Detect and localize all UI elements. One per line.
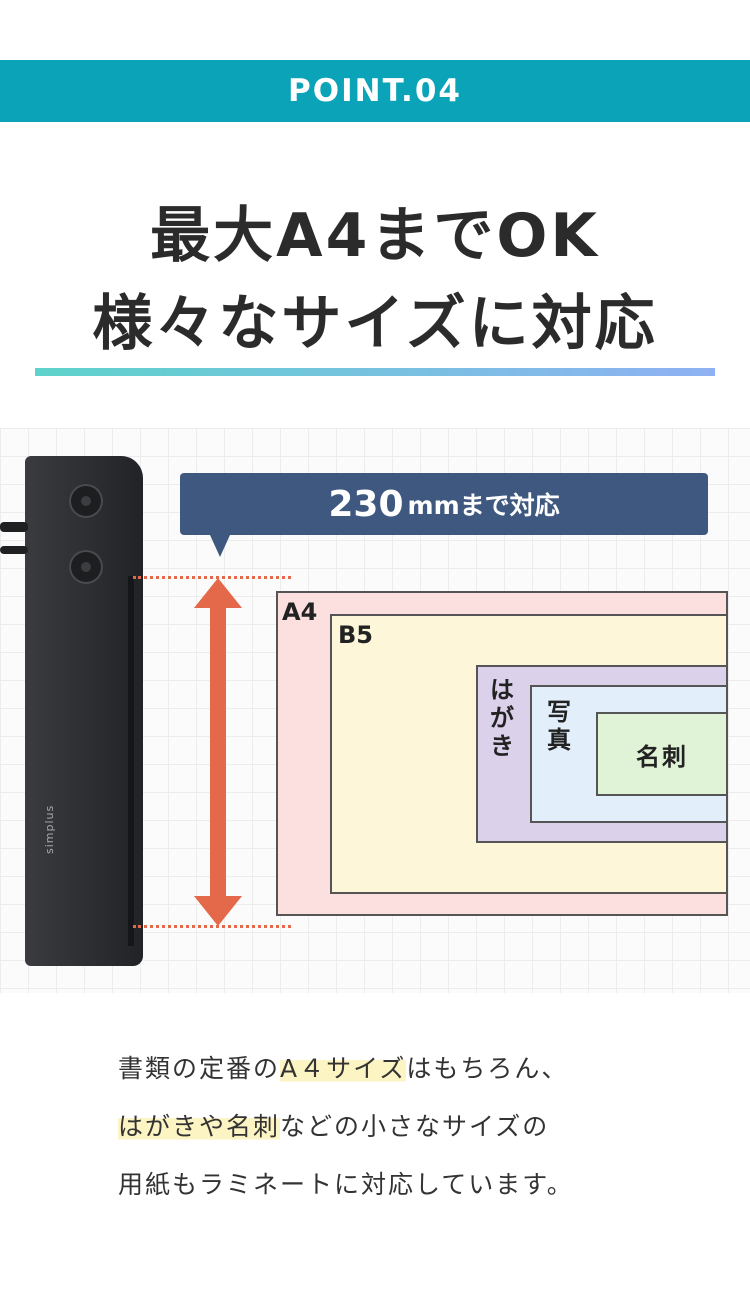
laminator-device: simplus: [0, 456, 143, 966]
label-photo-char: 写: [547, 698, 571, 726]
label-business-card: 名刺: [636, 742, 688, 771]
description-line-1: 書類の定番のA４サイズはもちろん、: [118, 1040, 678, 1098]
point-banner: POINT.04: [0, 60, 750, 122]
label-postcard: は が き: [487, 676, 517, 760]
text-segment: はもちろん、: [406, 1054, 569, 1083]
power-cable: [0, 522, 28, 532]
description: 書類の定番のA４サイズはもちろん、 はがきや名刺などの小さなサイズの 用紙もラミ…: [118, 1040, 678, 1214]
width-guide-top: [133, 576, 291, 579]
label-a4: A4: [282, 598, 318, 626]
width-arrow-icon: [194, 578, 242, 926]
label-postcard-char: は: [490, 676, 514, 704]
highlight-postcard-card: はがきや名刺: [118, 1112, 281, 1141]
highlight-a4: A４サイズ: [280, 1054, 407, 1083]
description-line-2: はがきや名刺などの小さなサイズの: [118, 1098, 678, 1156]
description-line-3: 用紙もラミネートに対応しています。: [118, 1156, 678, 1214]
label-postcard-char: が: [490, 704, 514, 732]
width-guide-bottom: [133, 925, 291, 928]
max-width-callout: 230 mmまで対応: [180, 473, 708, 557]
feed-slot: [128, 576, 134, 946]
device-brand: simplus: [43, 804, 56, 854]
text-segment: 用紙もラミネートに対応しています。: [118, 1170, 574, 1199]
title-underline: [35, 368, 715, 376]
release-button: [69, 550, 103, 584]
callout-number: 230: [328, 483, 404, 525]
point-label: POINT.04: [288, 73, 462, 109]
power-cable-lower: [0, 546, 28, 554]
headline: 最大A4までOK 様々なサイズに対応: [0, 192, 750, 368]
label-photo-char: 真: [547, 726, 571, 754]
label-photo: 写 真: [544, 698, 574, 754]
size-diagram: simplus 230 mmまで対応 名刺 A4 B5 は が き 写 真: [0, 428, 750, 993]
label-b5: B5: [338, 621, 373, 649]
paper-business-card: 名刺: [596, 712, 728, 796]
headline-line-1: 最大A4までOK: [150, 201, 600, 271]
headline-line-2: 様々なサイズに対応: [92, 289, 658, 359]
callout-unit: mmまで対応: [407, 491, 560, 520]
label-postcard-char: き: [490, 732, 514, 760]
text-segment: などの小さなサイズの: [280, 1112, 550, 1141]
text-segment: 書類の定番の: [118, 1054, 281, 1083]
power-button: [69, 484, 103, 518]
